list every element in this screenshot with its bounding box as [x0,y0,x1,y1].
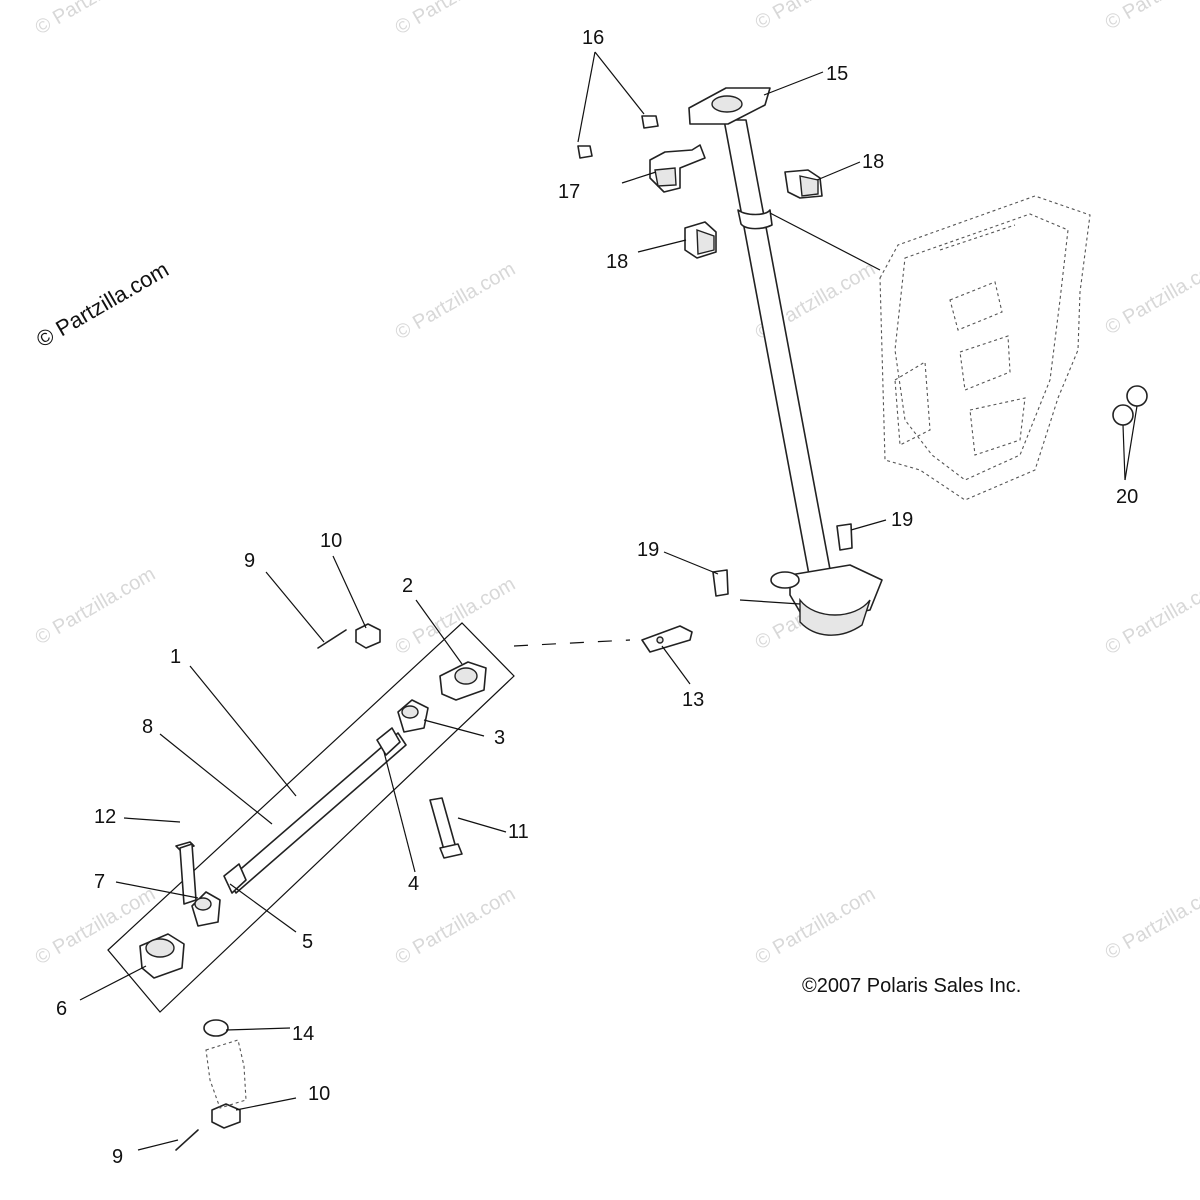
callout-18: 18 [862,151,884,173]
watermark-tile: © Partzilla.com [32,0,160,39]
callout-4: 4 [408,873,419,895]
nut-20 [1112,385,1148,426]
callout-2: 2 [402,575,413,597]
watermark-tile: © Partzilla.com [32,883,160,969]
bushing-18-lower [684,221,717,259]
ball-joint-3 [397,699,429,733]
connection-line [513,639,631,647]
watermark-tiles: © Partzilla.com © Partzilla.com © Partzi… [32,0,1200,969]
callout-9: 9 [244,550,255,572]
boot-14 [203,1019,247,1109]
watermark-tile: © Partzilla.com [392,258,520,344]
callout-18: 18 [606,251,628,273]
callout-14: 14 [292,1023,314,1045]
plate-13 [641,625,693,653]
callout-19: 19 [637,539,659,561]
copyright-notice: ©2007 Polaris Sales Inc. [802,975,1021,997]
callout-20: 20 [1116,486,1138,508]
watermark-tile: © Partzilla.com [1102,253,1200,339]
cotter-pin-9 [175,629,347,1151]
callout-9: 9 [112,1146,123,1168]
callout-10: 10 [308,1083,330,1105]
callout-6: 6 [56,998,67,1020]
bolt-11 [429,797,463,859]
rod-end-6 [139,933,185,979]
callout-1: 1 [170,646,181,668]
callout-13: 13 [682,689,704,711]
watermark-tile: © Partzilla.com [392,883,520,969]
leader-lines [79,51,1138,1151]
callout-19: 19 [891,509,913,531]
watermark-tile: © Partzilla.com [392,0,520,39]
callout-7: 7 [94,871,105,893]
callout-11: 11 [508,821,529,843]
watermark-tile: © Partzilla.com [1102,573,1200,659]
clamp-17 [649,144,706,193]
callout-3: 3 [494,727,505,749]
ball-joint-7 [191,891,221,927]
bolt-12 [175,841,197,905]
dash-mount-bracket [879,195,1091,501]
watermark-tile: © Partzilla.com [32,563,160,649]
bushing-18-upper [784,169,823,199]
rod-end-2 [439,661,487,701]
callout-15: 15 [826,63,848,85]
partzilla-watermark: © Partzilla.com [32,257,173,353]
nut-10 [211,623,381,1129]
callout-17: 17 [558,181,580,203]
watermark-tile: © Partzilla.com [752,0,880,34]
callout-16: 16 [582,27,604,49]
callout-12: 12 [94,806,116,828]
watermark-tile: © Partzilla.com [1102,878,1200,964]
tie-rod-tube [223,727,407,894]
steering-post [688,87,883,636]
watermark-tile: © Partzilla.com [752,883,880,969]
callouts: 16 15 18 17 18 20 19 19 13 10 9 2 1 8 3 … [56,27,1138,1168]
bolt-19 [712,523,853,597]
callout-8: 8 [142,716,153,738]
callout-10: 10 [320,530,342,552]
linkage-box [107,622,515,1013]
callout-5: 5 [302,931,313,953]
watermark-tile: © Partzilla.com [1102,0,1200,34]
bolt-16 [577,115,659,159]
